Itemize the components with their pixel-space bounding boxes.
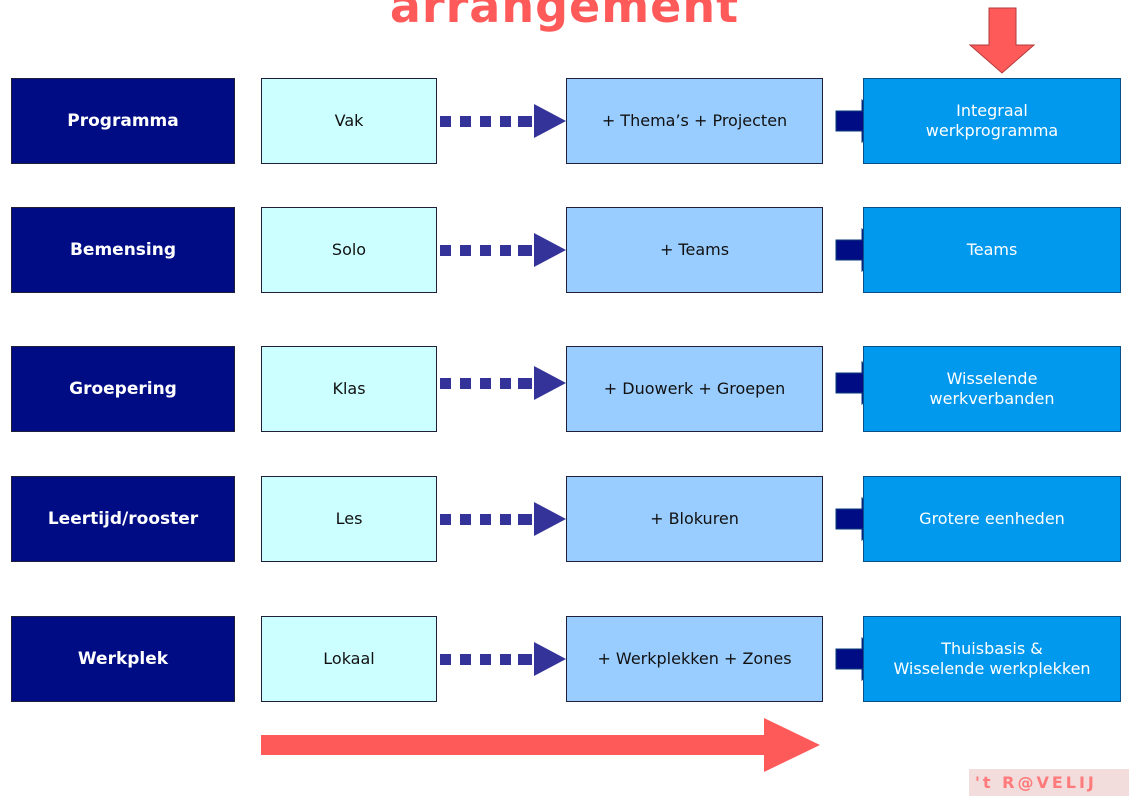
category-bemensing: Bemensing <box>11 207 235 293</box>
current-les: Les <box>261 476 437 562</box>
current-klas: Klas <box>261 346 437 432</box>
current-vak: Vak <box>261 78 437 164</box>
result-line: Wisselende <box>946 369 1038 388</box>
category-programma: Programma <box>11 78 235 164</box>
page-title: arrangement <box>389 0 740 33</box>
added-werkplekken-zones: + Werkplekken + Zones <box>566 616 823 702</box>
result-line: Teams <box>966 240 1018 259</box>
progress-arrow-icon <box>261 718 820 772</box>
result-teams: Teams <box>863 207 1121 293</box>
category-leertijd-rooster: Leertijd/rooster <box>11 476 235 562</box>
dotted-arrow-row-4 <box>440 502 566 536</box>
current-solo: Solo <box>261 207 437 293</box>
result-line: werkverbanden <box>929 389 1055 408</box>
down-arrow-icon <box>968 7 1036 74</box>
dotted-arrow-row-2 <box>440 233 566 267</box>
result-line: Grotere eenheden <box>919 509 1065 528</box>
result-grotere-eenheden: Grotere eenheden <box>863 476 1121 562</box>
category-werkplek: Werkplek <box>11 616 235 702</box>
result-line: Wisselende werkplekken <box>893 659 1091 678</box>
result-integraal-werkprogramma: Integraal werkprogramma <box>863 78 1121 164</box>
result-line: Integraal <box>956 101 1028 120</box>
result-line: werkprogramma <box>925 121 1059 140</box>
ravelij-logo: 't R@VELIJ <box>969 769 1129 796</box>
result-thuisbasis-wisselende-werkplekken: Thuisbasis & Wisselende werkplekken <box>863 616 1121 702</box>
dotted-arrow-row-3 <box>440 366 566 400</box>
result-line: Thuisbasis & <box>941 639 1043 658</box>
added-teams: + Teams <box>566 207 823 293</box>
result-wisselende-werkverbanden: Wisselende werkverbanden <box>863 346 1121 432</box>
added-themas-projecten: + Thema’s + Projecten <box>566 78 823 164</box>
category-groepering: Groepering <box>11 346 235 432</box>
current-lokaal: Lokaal <box>261 616 437 702</box>
dotted-arrow-row-1 <box>440 104 566 138</box>
dotted-arrow-row-5 <box>440 642 566 676</box>
added-duowerk-groepen: + Duowerk + Groepen <box>566 346 823 432</box>
added-blokuren: + Blokuren <box>566 476 823 562</box>
